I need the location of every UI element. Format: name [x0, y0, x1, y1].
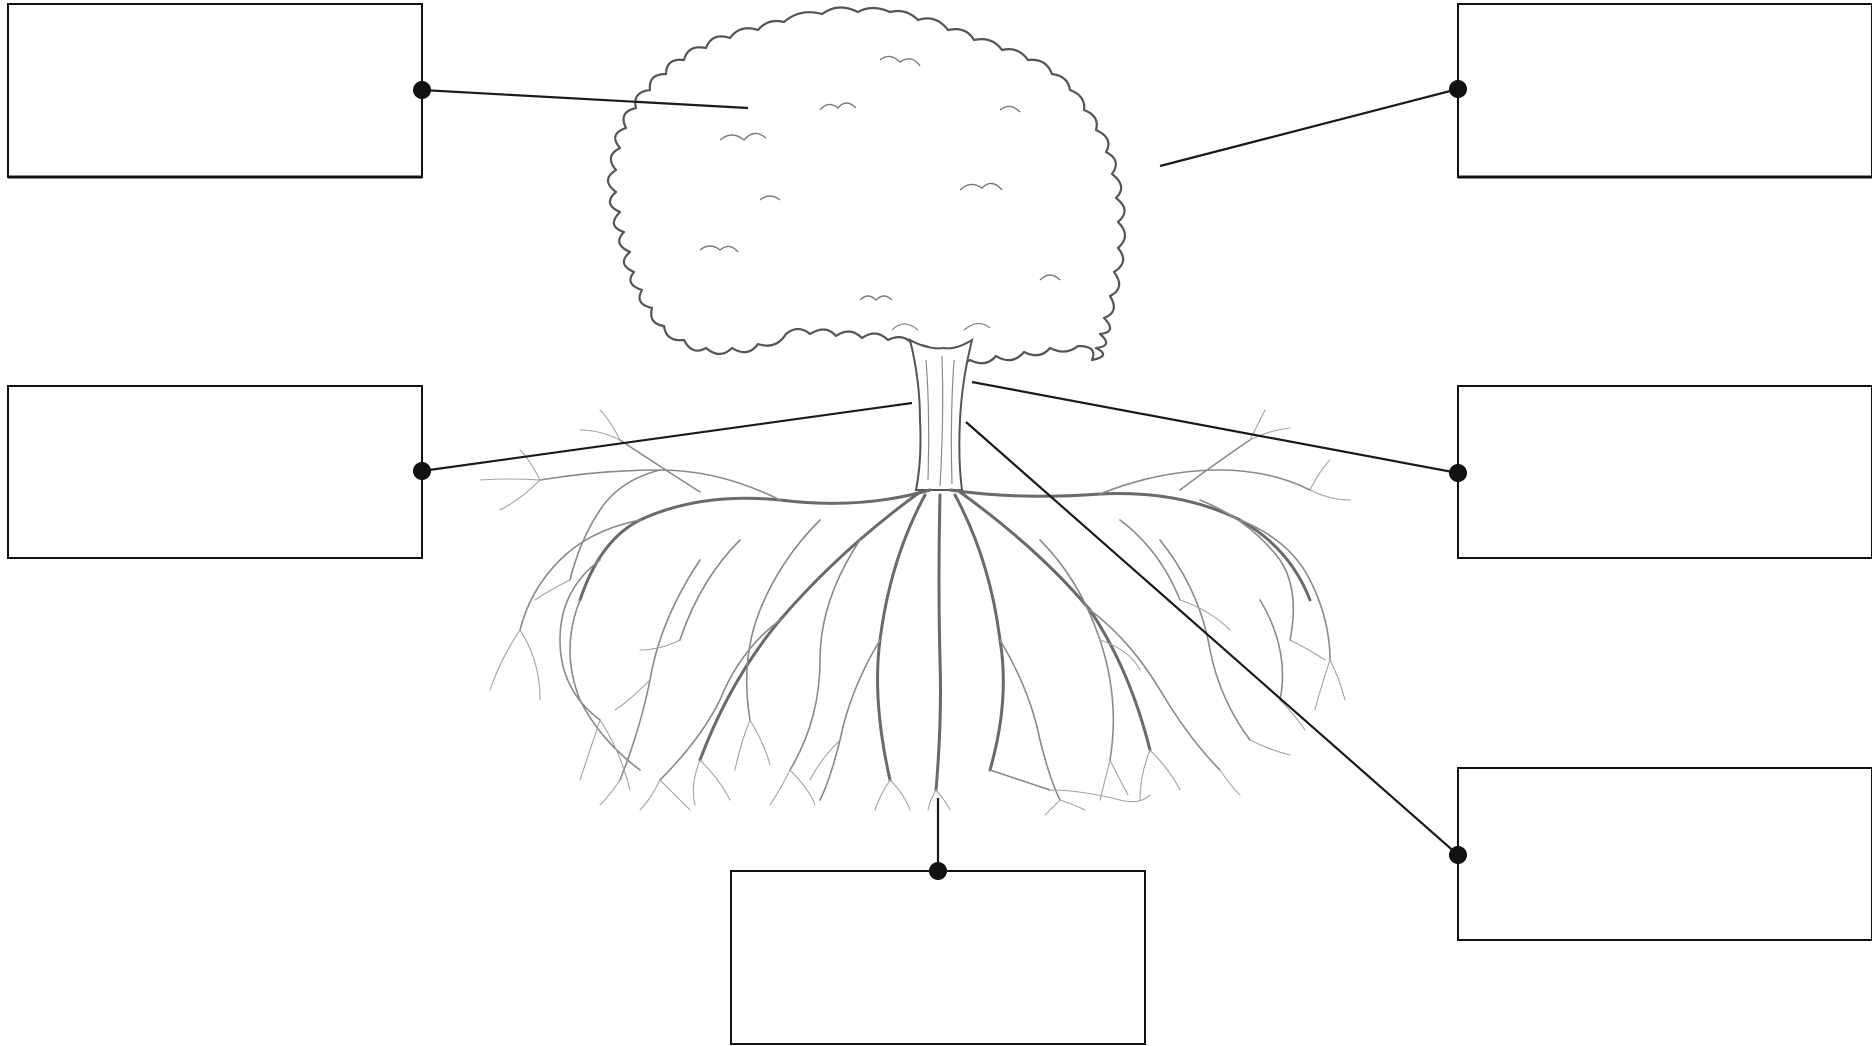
tree-roots [480, 410, 1350, 815]
leader-line-canopy-right [1160, 89, 1458, 166]
label-box-roots-right[interactable] [1458, 768, 1872, 940]
leader-line-roots-right [966, 422, 1458, 855]
leader-line-trunk-left [422, 403, 912, 471]
connector-dot-roots-right [1449, 846, 1467, 864]
label-box-canopy-right[interactable] [1458, 4, 1872, 177]
connector-dot-canopy-right [1449, 80, 1467, 98]
connector-dot-trunk-left [413, 462, 431, 480]
label-box-trunk-left[interactable] [8, 386, 422, 558]
tree-canopy [608, 7, 1125, 365]
label-box-roots-bottom[interactable] [731, 871, 1145, 1044]
leader-line-trunk-right [972, 382, 1458, 473]
connector-dot-roots-bottom [929, 862, 947, 880]
label-box-trunk-right[interactable] [1458, 386, 1872, 558]
connector-dot-canopy-left [413, 81, 431, 99]
connector-dot-trunk-right [1449, 464, 1467, 482]
label-box-canopy-left[interactable] [8, 4, 422, 177]
